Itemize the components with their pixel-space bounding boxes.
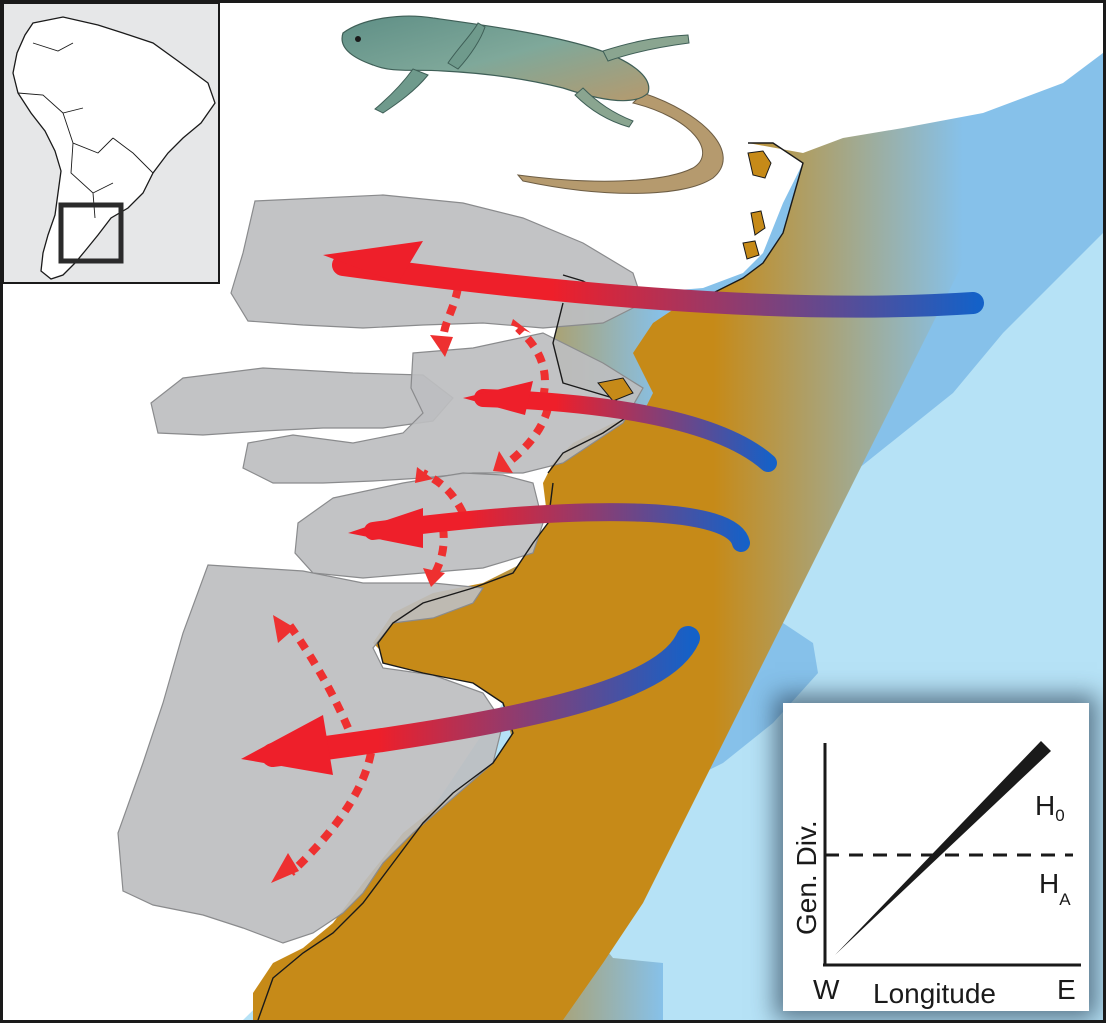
dispersal-arrowhead — [430, 335, 453, 357]
lizard-body — [341, 15, 650, 102]
dispersal-arrowhead — [423, 568, 445, 587]
lizard-hind-leg — [574, 87, 634, 128]
graph-x-max-label: E — [1057, 974, 1076, 1005]
colonization-arrowhead-2 — [463, 381, 533, 415]
dispersal-arrowhead — [415, 467, 433, 483]
locator-inset — [3, 3, 220, 284]
dispersal-arrow-5 — [431, 527, 448, 575]
island — [742, 240, 760, 260]
dispersal-arrow-6 — [284, 620, 352, 730]
lizard-tail — [516, 92, 724, 194]
colonization-arrowhead-1 — [323, 241, 423, 283]
h0-main: H — [1035, 790, 1055, 821]
h0-sub: 0 — [1055, 806, 1064, 825]
dispersal-arrowhead — [493, 451, 513, 473]
dispersal-arrowheads — [271, 319, 531, 883]
colonization-arrow-3 — [364, 503, 750, 552]
dispersal-arrow-7 — [288, 752, 375, 876]
coastline — [257, 142, 804, 1020]
colonization-arrow-4 — [261, 626, 700, 767]
ha-main: H — [1039, 868, 1059, 899]
lizard-front-leg-2 — [447, 22, 486, 70]
dispersal-arrow-1 — [439, 287, 462, 344]
dispersal-arrow-2 — [515, 325, 549, 399]
dispersal-arrow-4 — [421, 469, 467, 515]
lizard-icon — [341, 15, 724, 194]
dispersal-arrowhead — [511, 319, 531, 333]
range-polygon-1 — [230, 194, 644, 329]
lizard-front-leg — [374, 68, 429, 114]
colonization-arrows — [241, 241, 984, 775]
colonization-arrow-1 — [332, 254, 984, 318]
dispersal-arrow-3 — [502, 406, 552, 469]
island — [750, 210, 766, 236]
range-polygon-2 — [150, 367, 454, 436]
ha-label: HA — [1039, 868, 1071, 909]
lizard-hind-leg-2 — [602, 34, 690, 62]
hypothesis-graph: Gen. Div. Longitude W E H0 HA — [783, 703, 1089, 1011]
lizard-eye — [355, 36, 361, 42]
island — [597, 377, 634, 402]
dispersal-arrowhead — [271, 853, 299, 883]
island — [747, 150, 772, 179]
h0-label: H0 — [1035, 790, 1065, 825]
locator-box — [58, 202, 124, 264]
locator-borders — [17, 42, 154, 219]
colonization-arrow-2 — [474, 389, 777, 472]
colonization-arrowhead-3 — [348, 508, 423, 548]
dispersal-arrows — [284, 287, 552, 876]
dispersal-arrowhead — [273, 615, 295, 643]
graph-x-min-label: W — [813, 974, 840, 1005]
coastal-land — [258, 53, 1103, 1020]
h0-line — [835, 741, 1051, 955]
coastal-islands — [597, 150, 772, 402]
ha-sub: A — [1059, 890, 1071, 909]
graph-y-label: Gen. Div. — [791, 820, 822, 935]
graph-x-label: Longitude — [873, 978, 996, 1009]
colonization-arrowhead-4 — [241, 715, 333, 775]
